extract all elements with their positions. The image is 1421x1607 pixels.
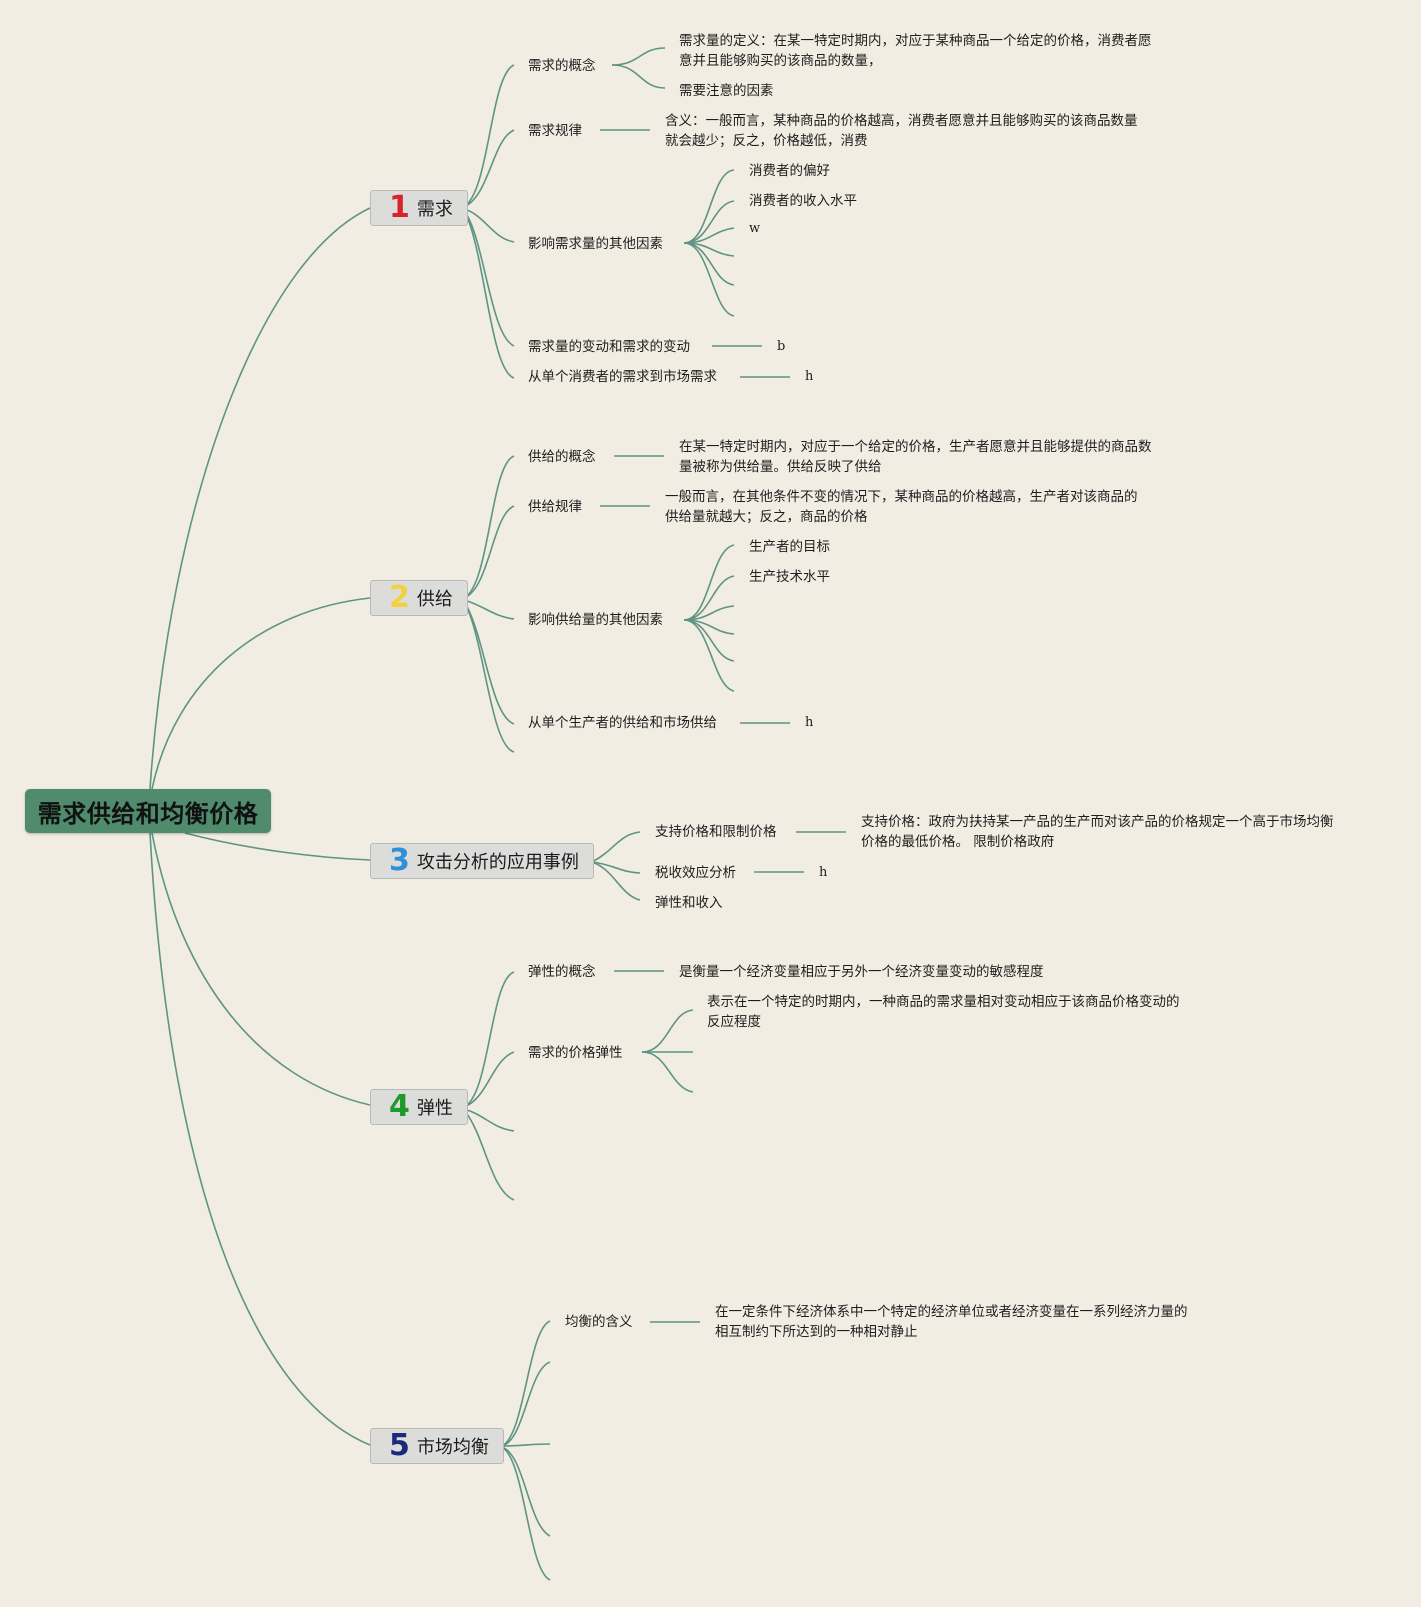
- connector: [463, 208, 515, 243]
- connector: [463, 1109, 515, 1201]
- topic-demand-law[interactable]: 需求规律: [528, 123, 582, 139]
- connector: [591, 831, 641, 863]
- connector: [151, 597, 371, 790]
- connector: [463, 599, 515, 620]
- connector: [683, 619, 735, 692]
- detail-text[interactable]: 反应程度: [707, 1014, 761, 1030]
- connector: [611, 64, 666, 89]
- connector: [501, 1443, 551, 1447]
- connector: [151, 832, 371, 1106]
- topic-supply-concept[interactable]: 供给的概念: [528, 449, 596, 465]
- detail-text[interactable]: 需要注意的因素: [679, 83, 774, 99]
- connector: [463, 600, 515, 753]
- detail-text[interactable]: 是衡量一个经济变量相应于另外一个经济变量变动的敏感程度: [679, 964, 1044, 980]
- branch-label: 攻击分析的应用事例: [416, 852, 579, 873]
- branch-number: 3: [389, 843, 410, 878]
- connector: [501, 1446, 551, 1581]
- connector: [501, 1446, 551, 1537]
- topic-supply-factors[interactable]: 影响供给量的其他因素: [528, 612, 663, 628]
- connector: [501, 1320, 551, 1447]
- detail-text[interactable]: 就会越少；反之，价格越低，消费: [665, 133, 868, 149]
- connector: [463, 505, 515, 599]
- detail-text[interactable]: 量被称为供给量。供给反映了供给: [679, 459, 882, 475]
- connector: [463, 64, 515, 208]
- branch-number: 5: [389, 1428, 410, 1463]
- detail-text[interactable]: 意并且能够购买的该商品的数量，: [679, 53, 882, 69]
- topic-price-elasticity[interactable]: 需求的价格弹性: [528, 1045, 623, 1061]
- branch-number: 4: [389, 1089, 410, 1124]
- topic-supply-law[interactable]: 供给规律: [528, 499, 582, 515]
- connector: [149, 832, 371, 1446]
- connector: [591, 861, 641, 901]
- branch-supply[interactable]: 2 供给: [370, 580, 468, 616]
- connector: [683, 575, 735, 621]
- detail-text[interactable]: 相互制约下所达到的一种相对静止: [715, 1324, 918, 1340]
- topic-demand-change[interactable]: 需求量的变动和需求的变动: [528, 339, 690, 355]
- detail-text[interactable]: 支持价格：政府为扶持某一产品的生产而对该产品的价格规定一个高于市场均衡: [861, 814, 1334, 830]
- detail-text[interactable]: h: [805, 715, 814, 730]
- branch-number: 1: [389, 190, 410, 225]
- connector: [683, 242, 735, 317]
- detail-text[interactable]: 表示在一个特定的时期内，一种商品的需求量相对变动相应于该商品价格变动的: [707, 994, 1180, 1010]
- detail-text[interactable]: 生产技术水平: [749, 569, 830, 585]
- connector: [463, 209, 515, 379]
- branch-elasticity[interactable]: 4 弹性: [370, 1089, 468, 1125]
- root-title: 需求供给和均衡价格: [37, 799, 259, 828]
- detail-text[interactable]: 供给量就越大；反之，商品的价格: [665, 509, 868, 525]
- topic-elasticity-revenue[interactable]: 弹性和收入: [655, 895, 723, 911]
- detail-text[interactable]: b: [777, 339, 786, 354]
- branch-label: 市场均衡: [416, 1437, 489, 1458]
- branch-applications[interactable]: 3 攻击分析的应用事例: [370, 843, 594, 879]
- connector: [683, 544, 735, 621]
- branch-equilibrium[interactable]: 5 市场均衡: [370, 1428, 504, 1464]
- connector: [463, 129, 515, 208]
- detail-text[interactable]: w: [749, 221, 761, 236]
- detail-text[interactable]: 消费者的偏好: [749, 163, 830, 179]
- topic-equilibrium-meaning[interactable]: 均衡的含义: [565, 1314, 633, 1330]
- detail-text[interactable]: 含义：一般而言，某种商品的价格越高，消费者愿意并且能够购买的该商品数量: [665, 113, 1138, 129]
- detail-text[interactable]: 一般而言，在其他条件不变的情况下，某种商品的价格越高，生产者对该商品的: [665, 489, 1138, 505]
- connector: [641, 1051, 694, 1093]
- topic-market-demand[interactable]: 从单个消费者的需求到市场需求: [528, 369, 717, 385]
- detail-text[interactable]: 在一定条件下经济体系中一个特定的经济单位或者经济变量在一系列经济力量的: [715, 1304, 1188, 1320]
- detail-text[interactable]: 需求量的定义：在某一特定时期内，对应于某种商品一个给定的价格，消费者愿: [679, 33, 1152, 49]
- topic-tax-effect[interactable]: 税收效应分析: [655, 865, 736, 881]
- detail-text[interactable]: 在某一特定时期内，对应于一个给定的价格，生产者愿意并且能够提供的商品数: [679, 439, 1152, 455]
- connector: [463, 455, 515, 599]
- connector: [683, 169, 735, 244]
- topic-elasticity-concept[interactable]: 弹性的概念: [528, 964, 596, 980]
- topic-demand-concept[interactable]: 需求的概念: [528, 58, 596, 74]
- branch-label: 需求: [416, 199, 453, 220]
- branch-label: 供给: [416, 589, 453, 610]
- branch-demand[interactable]: 1 需求: [370, 190, 468, 226]
- connector: [463, 1051, 515, 1108]
- branch-label: 弹性: [416, 1098, 453, 1119]
- detail-text[interactable]: 生产者的目标: [749, 539, 830, 555]
- topic-demand-factors[interactable]: 影响需求量的其他因素: [528, 236, 663, 252]
- connector: [683, 242, 735, 286]
- topic-price-controls[interactable]: 支持价格和限制价格: [655, 824, 777, 840]
- root-topic[interactable]: 需求供给和均衡价格: [25, 789, 271, 833]
- detail-text[interactable]: h: [805, 369, 814, 384]
- branch-number: 2: [389, 580, 410, 615]
- connector: [463, 971, 515, 1108]
- detail-text[interactable]: h: [819, 865, 828, 880]
- connector: [641, 1009, 694, 1053]
- detail-text[interactable]: 价格的最低价格。 限制价格政府: [861, 834, 1055, 850]
- connector: [611, 47, 666, 66]
- connector: [463, 209, 515, 347]
- connector: [591, 861, 641, 874]
- detail-text[interactable]: 消费者的收入水平: [749, 193, 857, 209]
- connector: [149, 207, 371, 790]
- connector: [184, 832, 371, 861]
- connector: [463, 1108, 515, 1132]
- connector: [501, 1361, 551, 1447]
- topic-market-supply[interactable]: 从单个生产者的供给和市场供给: [528, 715, 717, 731]
